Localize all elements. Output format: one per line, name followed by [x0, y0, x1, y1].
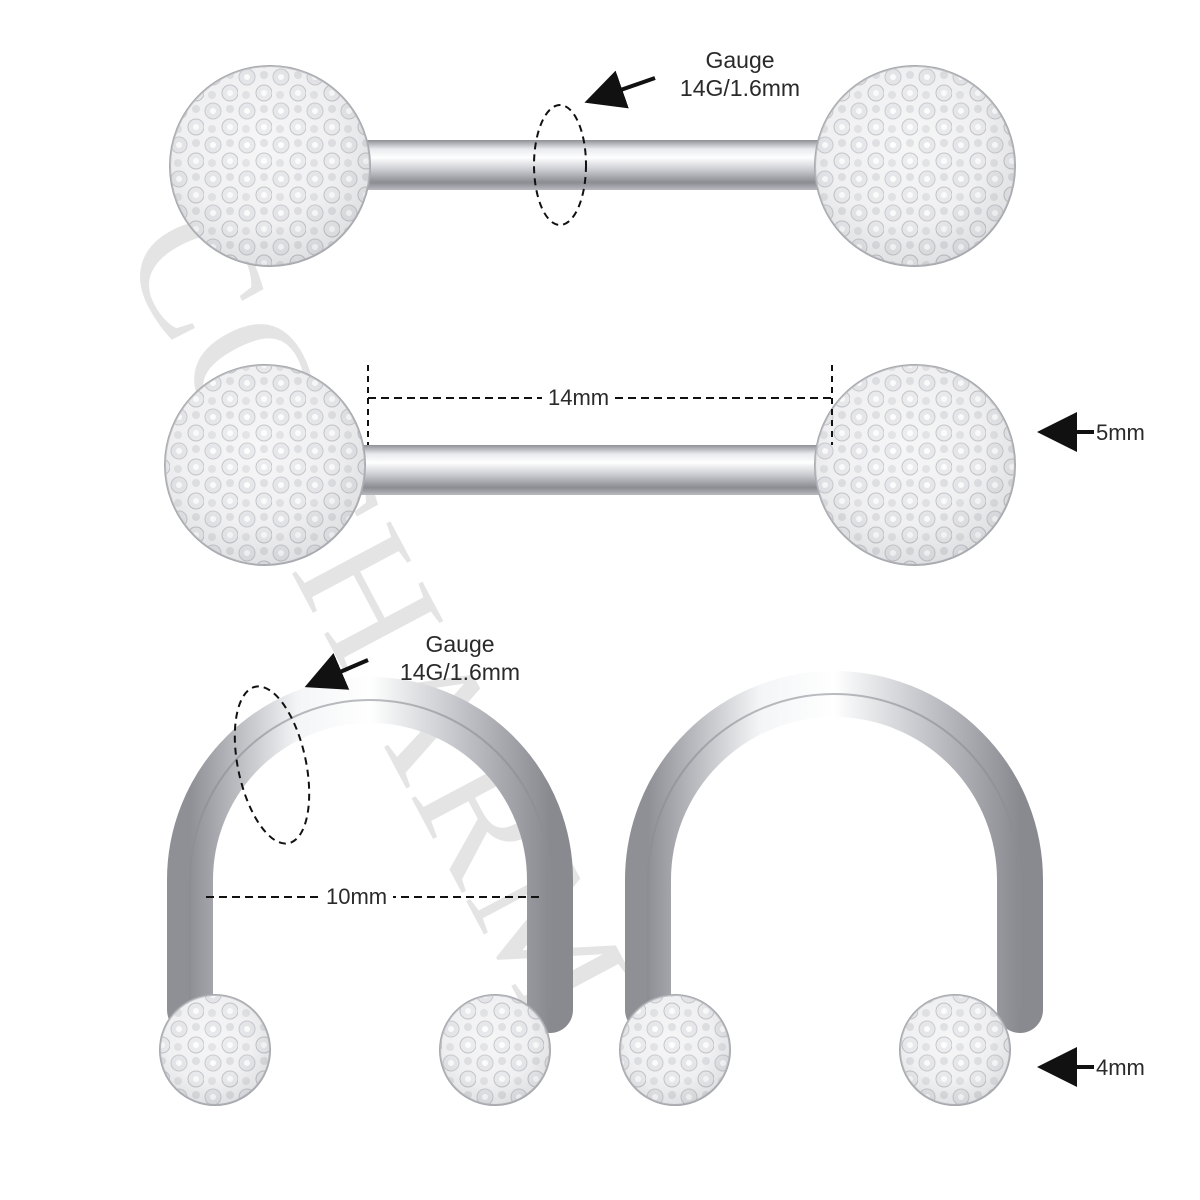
gauge-value-bottom: 14G/1.6mm: [399, 659, 521, 685]
barbell-middle: [164, 364, 1096, 566]
gauge-arrow-bottom: [304, 653, 369, 690]
gauge-arrow-top: [584, 70, 656, 109]
barbell-top: [169, 65, 1016, 267]
horseshoe-left: [159, 653, 573, 1106]
ball-size-label-horseshoe: 4mm: [1094, 1055, 1151, 1081]
gauge-indicator-bottom: [233, 685, 311, 845]
horseshoe-right-ring: [625, 671, 1043, 1033]
gauge-title-top: Gauge: [705, 47, 775, 73]
gauge-label-bottom: Gauge 14G/1.6mm: [370, 630, 550, 686]
length-label: 14mm: [542, 385, 616, 411]
barbell-middle-bar: [340, 445, 840, 495]
diameter-label: 10mm: [320, 884, 394, 910]
gauge-title-bottom: Gauge: [425, 631, 495, 657]
gauge-value-top: 14G/1.6mm: [679, 75, 801, 101]
gauge-label-top: Gauge 14G/1.6mm: [650, 46, 830, 102]
gauge-indicator-top: [533, 104, 587, 226]
ball-size-label-barbell: 5mm: [1094, 420, 1151, 446]
barbell-top-bar: [340, 140, 840, 190]
horseshoe-right: [619, 671, 1096, 1106]
